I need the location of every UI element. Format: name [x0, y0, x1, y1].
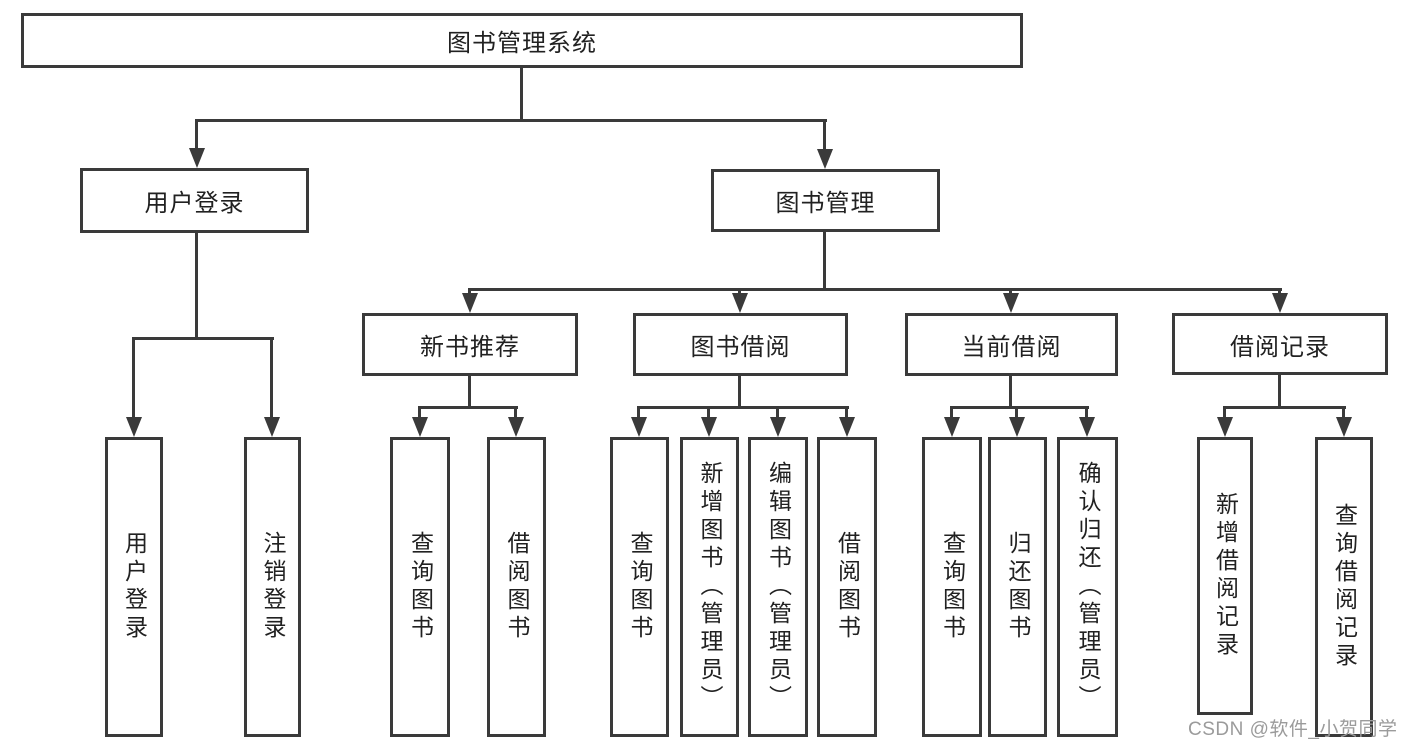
leaf-borrow-books-recommend: 借阅图书	[487, 437, 546, 737]
leaf-label: 借阅图书	[504, 531, 530, 643]
arrowhead-down-icon	[1272, 293, 1288, 313]
connector-stub	[132, 337, 135, 421]
leaf-logout: 注销登录	[244, 437, 301, 737]
leaf-label: 用户登录	[121, 531, 148, 643]
arrowhead-down-icon	[839, 417, 855, 437]
leaf-query-books-borrowing: 查询图书	[610, 437, 669, 737]
leaf-return-books: 归还图书	[988, 437, 1047, 737]
leaf-label: 注销登录	[260, 531, 286, 643]
connector-stub	[1342, 406, 1345, 421]
node-book-borrowing: 图书借阅	[633, 313, 848, 376]
node-user-login: 用户登录	[80, 168, 309, 233]
node-label: 图书管理系统	[447, 30, 597, 57]
leaf-query-books-current: 查询图书	[922, 437, 982, 737]
connector-branch	[637, 406, 849, 409]
node-label: 新书推荐	[420, 334, 520, 361]
node-new-book-recommend: 新书推荐	[362, 313, 578, 376]
connector-branch	[950, 406, 1089, 409]
connector-stem	[1278, 375, 1281, 409]
arrowhead-down-icon	[1003, 293, 1019, 313]
leaf-label: 新增借阅记录	[1212, 492, 1239, 660]
connector-book-management-stem	[823, 232, 826, 291]
connector-stub	[823, 119, 826, 151]
node-label: 图书借阅	[690, 334, 791, 361]
connector-stub	[1278, 288, 1281, 296]
leaf-label: 查询图书	[627, 531, 653, 643]
arrowhead-down-icon	[264, 417, 280, 437]
leaf-label: 查询借阅记录	[1331, 503, 1358, 671]
arrowhead-down-icon	[126, 417, 142, 437]
connector-user-login-stem	[195, 233, 198, 340]
leaf-label: 借阅图书	[834, 531, 861, 643]
leaf-add-books-admin: 新增图书（管理员）	[680, 437, 739, 737]
connector-book-management-branch	[468, 288, 1282, 291]
node-borrowing-records: 借阅记录	[1172, 313, 1388, 375]
arrowhead-down-icon	[412, 417, 428, 437]
arrowhead-down-icon	[1079, 417, 1095, 437]
leaf-label: 新增图书（管理员）	[697, 461, 723, 713]
connector-stub	[845, 406, 848, 421]
arrowhead-down-icon	[462, 293, 478, 313]
connector-stem	[468, 376, 471, 409]
connector-root-branch	[195, 119, 827, 122]
node-label: 用户登录	[144, 190, 245, 217]
node-label: 图书管理	[775, 190, 876, 217]
leaf-user-login: 用户登录	[105, 437, 163, 737]
arrowhead-down-icon	[701, 417, 717, 437]
leaf-borrow-books: 借阅图书	[817, 437, 877, 737]
arrowhead-down-icon	[732, 293, 748, 313]
leaf-confirm-return-admin: 确认归还（管理员）	[1057, 437, 1118, 737]
arrowhead-down-icon	[770, 417, 786, 437]
arrowhead-down-icon	[631, 417, 647, 437]
leaf-query-books-recommend: 查询图书	[390, 437, 450, 737]
arrowhead-down-icon	[817, 149, 833, 169]
connector-stub	[1015, 406, 1018, 421]
arrowhead-down-icon	[508, 417, 524, 437]
connector-stub	[1223, 406, 1226, 421]
leaf-label: 查询图书	[939, 531, 966, 643]
arrowhead-down-icon	[1009, 417, 1025, 437]
leaf-label: 确认归还（管理员）	[1075, 461, 1101, 713]
arrowhead-down-icon	[1336, 417, 1352, 437]
arrowhead-down-icon	[1217, 417, 1233, 437]
connector-stem	[738, 376, 741, 409]
node-book-management: 图书管理	[711, 169, 940, 232]
leaf-query-borrow-record: 查询借阅记录	[1315, 437, 1373, 737]
connector-stub	[776, 406, 779, 421]
connector-branch	[418, 406, 518, 409]
connector-user-login-branch	[132, 337, 274, 340]
connector-stub	[1009, 288, 1012, 296]
leaf-add-borrow-record: 新增借阅记录	[1197, 437, 1253, 715]
connector-stub	[707, 406, 710, 421]
leaf-edit-books-admin: 编辑图书（管理员）	[748, 437, 808, 737]
leaf-label: 归还图书	[1005, 531, 1031, 643]
node-current-borrowing: 当前借阅	[905, 313, 1118, 376]
connector-branch	[1223, 406, 1346, 409]
connector-stub	[468, 288, 471, 296]
connector-stub	[514, 406, 517, 421]
csdn-watermark: CSDN @软件_小贺同学	[1188, 719, 1398, 740]
leaf-label: 编辑图书（管理员）	[765, 461, 792, 713]
connector-stub	[195, 119, 198, 151]
arrowhead-down-icon	[189, 148, 205, 168]
node-library-management-system: 图书管理系统	[21, 13, 1023, 68]
connector-stub	[270, 337, 273, 421]
connector-stub	[637, 406, 640, 421]
connector-stub	[738, 288, 741, 296]
leaf-label: 查询图书	[407, 531, 434, 643]
connector-root-stem	[520, 68, 523, 122]
arrowhead-down-icon	[944, 417, 960, 437]
node-label: 借阅记录	[1230, 333, 1330, 361]
connector-stub	[418, 406, 421, 421]
connector-stub	[950, 406, 953, 421]
node-label: 当前借阅	[961, 334, 1062, 361]
connector-stem	[1009, 376, 1012, 409]
connector-stub	[1085, 406, 1088, 421]
